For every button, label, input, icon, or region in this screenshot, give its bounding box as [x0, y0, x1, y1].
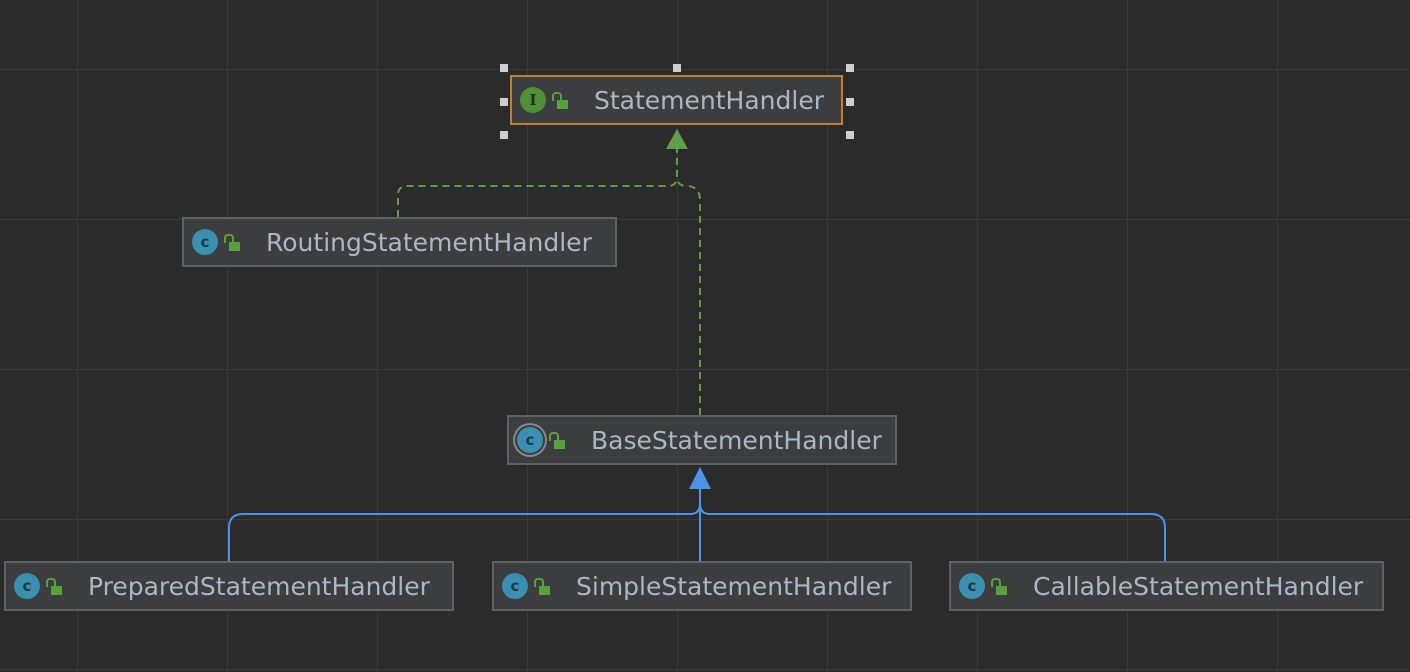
class-icon: c — [959, 573, 985, 599]
resize-handle[interactable] — [846, 64, 854, 72]
node-label: CallableStatementHandler — [1033, 571, 1364, 601]
resize-handle[interactable] — [500, 98, 508, 106]
node-prepared-statement-handler[interactable]: c PreparedStatementHandler — [4, 561, 454, 611]
node-label: SimpleStatementHandler — [576, 571, 892, 601]
public-lock-icon — [224, 233, 240, 251]
edge-callable-extends — [699, 503, 1166, 561]
public-lock-icon — [534, 577, 550, 595]
node-routing-statement-handler[interactable]: c RoutingStatementHandler — [182, 217, 617, 267]
node-statement-handler[interactable]: I StatementHandler — [510, 75, 843, 125]
public-lock-icon — [991, 577, 1007, 595]
resize-handle[interactable] — [846, 98, 854, 106]
edge-prepared-extends — [228, 488, 701, 561]
public-lock-icon — [549, 431, 565, 449]
edge-routing-implements — [397, 148, 678, 217]
class-icon: c — [502, 573, 528, 599]
node-simple-statement-handler[interactable]: c SimpleStatementHandler — [492, 561, 912, 611]
resize-handle[interactable] — [846, 131, 854, 139]
class-icon: c — [14, 573, 40, 599]
node-label: StatementHandler — [594, 85, 824, 115]
implements-arrowhead — [666, 129, 688, 149]
node-base-statement-handler[interactable]: c BaseStatementHandler — [507, 415, 897, 465]
resize-handle[interactable] — [500, 64, 508, 72]
node-callable-statement-handler[interactable]: c CallableStatementHandler — [949, 561, 1384, 611]
abstract-class-icon: c — [517, 427, 543, 453]
public-lock-icon — [552, 91, 568, 109]
node-label: PreparedStatementHandler — [88, 571, 430, 601]
node-label: BaseStatementHandler — [591, 425, 882, 455]
resize-handle[interactable] — [500, 131, 508, 139]
public-lock-icon — [46, 577, 62, 595]
node-label: RoutingStatementHandler — [266, 227, 592, 257]
resize-handle[interactable] — [673, 64, 681, 72]
extends-arrowhead — [689, 467, 711, 489]
edge-base-implements — [676, 175, 701, 415]
class-icon: c — [192, 229, 218, 255]
interface-icon: I — [520, 87, 546, 113]
